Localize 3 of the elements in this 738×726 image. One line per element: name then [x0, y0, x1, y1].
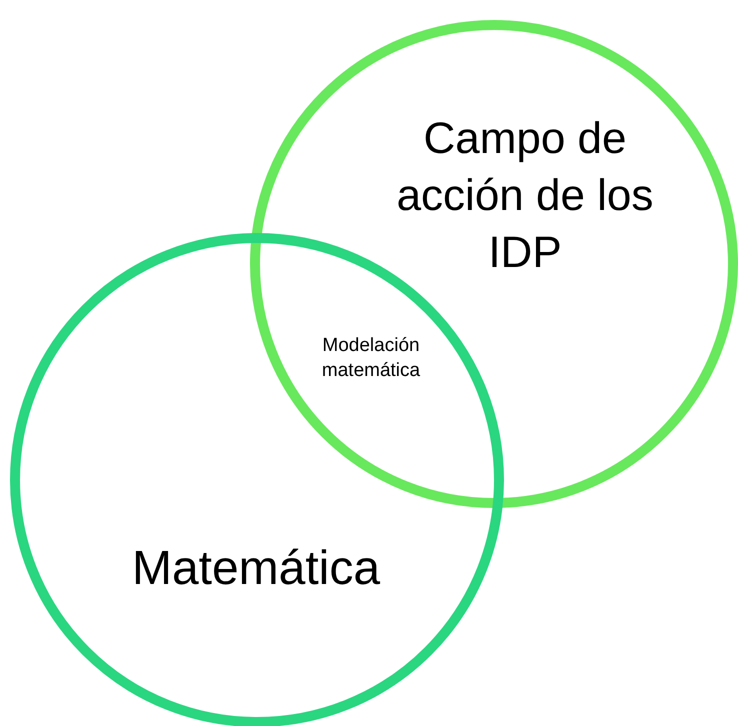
circle-title: Matemática [130, 541, 382, 597]
circle-title: Campo de acción de los IDP [396, 113, 654, 280]
overlap-label: Modelación matemática [320, 334, 422, 383]
